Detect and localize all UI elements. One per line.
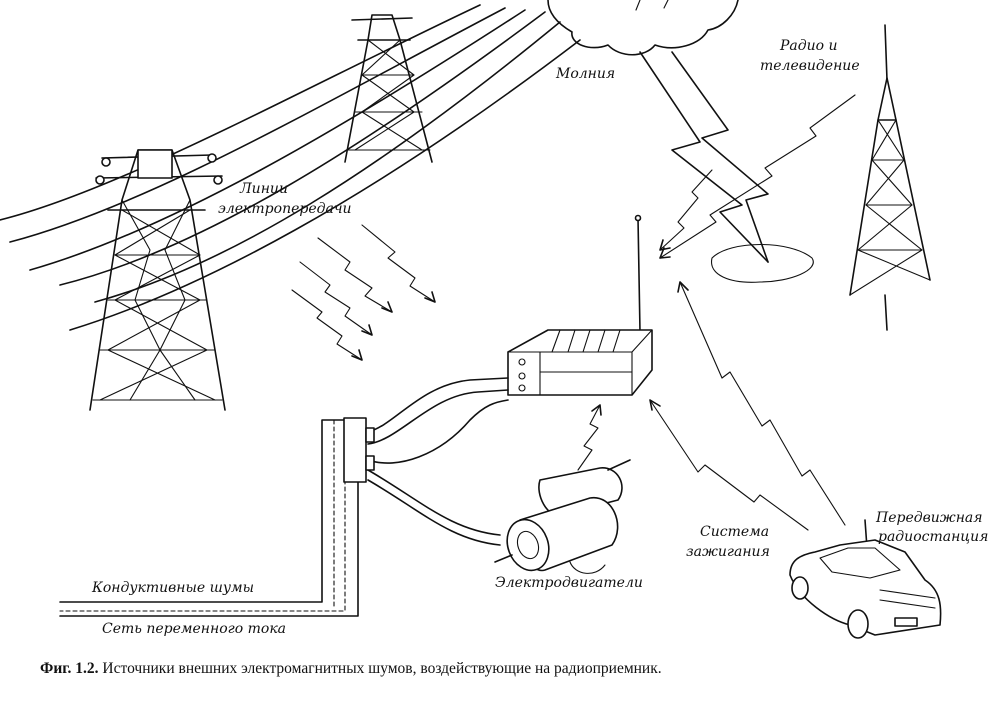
transmission-tower-small	[344, 14, 433, 163]
label-mobile-station-line2: радиостанция	[878, 529, 988, 545]
label-ignition-line1: Система	[700, 524, 769, 540]
label-lightning: Молния	[555, 66, 615, 82]
arrow-ignition	[649, 399, 809, 531]
label-conducted-noise: Кондуктивные шумы	[91, 580, 254, 596]
arrow-broadcast	[659, 94, 856, 259]
power-line-wires	[0, 4, 581, 331]
label-radio-tv-line2: телевидение	[760, 58, 860, 74]
cable-wiring	[59, 377, 509, 617]
radio-tv-tower	[849, 24, 931, 331]
label-radio-tv-line1: Радио и	[779, 38, 838, 54]
transmission-tower-large	[89, 149, 226, 411]
radio-receiver	[507, 214, 653, 396]
arrow-powerline-1	[317, 237, 393, 313]
noise-sources-diagram: Молния Радио и телевидение Линии электро…	[0, 0, 988, 639]
figure-number: Фиг. 1.2.	[40, 660, 99, 677]
label-ignition-line2: зажигания	[686, 544, 770, 560]
label-power-lines-line2: электропередачи	[218, 201, 352, 217]
label-motors: Электродвигатели	[495, 575, 643, 591]
electric-motors	[494, 459, 631, 574]
arrow-lightning	[659, 169, 713, 251]
noise-arrows	[291, 94, 856, 531]
arrow-motor	[577, 404, 602, 471]
lightning-bolt-icon	[639, 51, 814, 283]
arrow-mobile-station	[677, 281, 846, 526]
car	[789, 519, 942, 639]
arrow-powerline-3	[299, 261, 373, 336]
figure-caption-text: Источники внешних электромагнитных шумов…	[102, 660, 662, 677]
arrow-powerline-4	[291, 289, 363, 361]
label-ac-mains: Сеть переменного тока	[102, 621, 286, 637]
figure-caption: Фиг. 1.2. Источники внешних электромагни…	[40, 660, 980, 678]
label-mobile-station-line1: Передвижная	[875, 510, 983, 526]
connector-box	[343, 417, 375, 483]
arrow-powerline-2	[361, 224, 436, 303]
thundercloud	[547, 0, 739, 56]
label-power-lines-line1: Линии	[239, 181, 288, 197]
